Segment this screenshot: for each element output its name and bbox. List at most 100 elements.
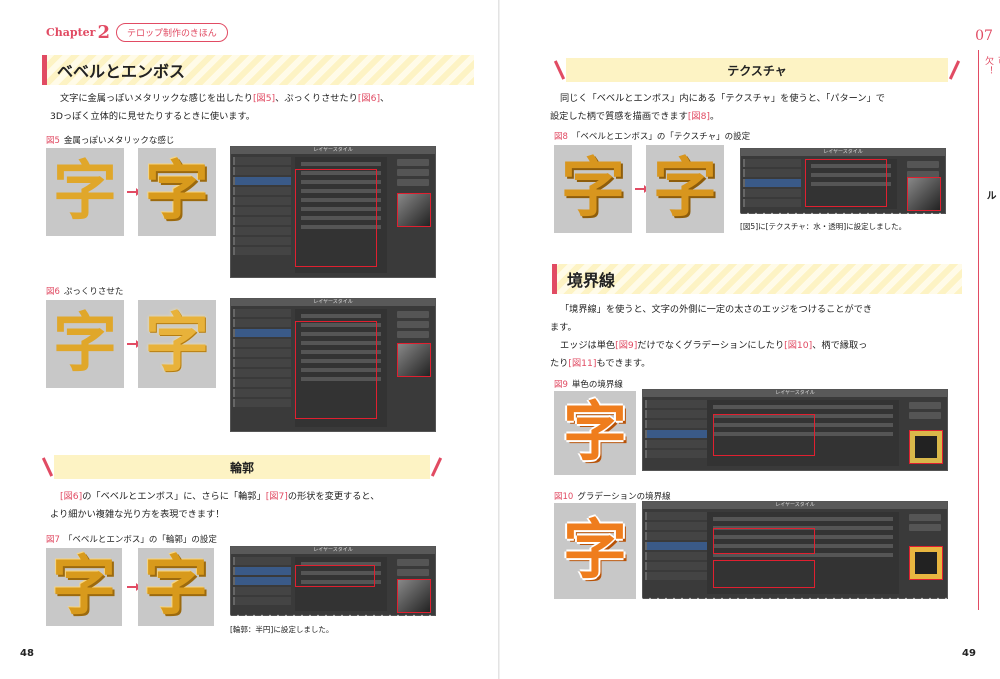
kanji-glyph: 字 <box>563 514 627 588</box>
text: エッジは単色 <box>560 340 616 351</box>
chapter-word: Chapter <box>46 26 96 39</box>
arrow-icon <box>635 185 649 193</box>
text: 、ぷっくりさせたり <box>275 93 358 104</box>
figure-caption-text: 「ベベルとエンボス」の「輪郭」の設定 <box>63 535 217 545</box>
figure-number: 図8 <box>554 132 568 142</box>
section-title: 境界線 <box>567 271 616 290</box>
settings-panel <box>805 159 897 209</box>
torn-edge <box>642 597 948 603</box>
kanji-tile-metallic: 字 <box>138 148 216 236</box>
torn-edge <box>230 614 436 620</box>
preview-swatch <box>397 193 431 227</box>
kanji-glyph: 字 <box>653 152 717 226</box>
kanji-tile-plain: 字 <box>46 300 124 388</box>
figure-number: 図7 <box>46 535 60 545</box>
kanji-tile-stroke: 字 <box>554 391 636 475</box>
text: 、 <box>380 93 390 104</box>
kanji-glyph: 字 <box>145 155 209 229</box>
highlight-box <box>805 159 887 207</box>
paragraph-line: 同じく「ベベルとエンボス」内にある「テクスチャ」を使うと、「パターン」で <box>560 93 885 104</box>
section-header-texture: テクスチャ <box>552 58 962 82</box>
highlight-box <box>295 321 377 419</box>
preview-swatch <box>909 430 943 464</box>
section-title: 輪郭 <box>229 460 254 475</box>
paragraph-stroke: 「境界線」を使うと、文字の外側に一定の太さのエッジをつけることができ ます。 エ… <box>550 301 960 373</box>
kanji-glyph: 字 <box>52 550 116 624</box>
kanji-tile-gradient-stroke: 字 <box>554 503 636 599</box>
side-rule <box>978 50 979 610</box>
figure-ref: [図10] <box>784 340 813 351</box>
kanji-glyph: 字 <box>53 307 117 381</box>
figure-note: [輪郭：半円]に設定しました。 <box>230 625 334 634</box>
dialog-title: レイヤースタイル <box>741 149 945 156</box>
figure-ref: [図7] <box>265 491 288 502</box>
figure-caption-text: グラデーションの境界線 <box>577 492 671 502</box>
text: 設定した柄で質感を描画できます <box>550 111 688 122</box>
style-list <box>743 159 801 209</box>
text: 。 <box>710 111 720 122</box>
layer-style-dialog: レイヤースタイル <box>642 389 948 471</box>
layer-style-dialog: レイヤースタイル <box>230 546 436 616</box>
figure-caption-text: ぷっくりさせた <box>63 287 124 297</box>
kanji-tile-puffy: 字 <box>138 300 216 388</box>
paragraph-line: ます。 <box>550 322 577 333</box>
side-subtitle: テロップデザインに不可欠！ <box>983 56 1000 76</box>
text: の「ベベルとエンボス」に、さらに「輪郭」 <box>82 491 266 502</box>
figure-caption: 図8「ベベルとエンボス」の「テクスチャ」の設定 <box>554 130 750 142</box>
section-header-stroke: 境界線 <box>552 264 962 294</box>
arrow-icon <box>127 188 141 196</box>
paragraph-line: 「境界線」を使うと、文字の外側に一定の太さのエッジをつけることができ <box>560 304 873 315</box>
torn-edge <box>740 212 946 218</box>
figure-ref: [図8] <box>687 111 711 122</box>
dialog-title: レイヤースタイル <box>643 390 947 397</box>
dialog-title: レイヤースタイル <box>231 147 435 154</box>
figure-caption: 図7「ベベルとエンボス」の「輪郭」の設定 <box>46 533 217 545</box>
preview-swatch <box>909 546 943 580</box>
section-header-outline: 輪郭 <box>40 455 444 479</box>
left-page: Chapter 2 テロップ制作のきほん ベベルとエンボス 文字に金属っぽいメタ… <box>20 22 480 659</box>
figure-number: 図10 <box>554 492 574 502</box>
figure-caption-text: 単色の境界線 <box>571 380 623 390</box>
preview-swatch <box>397 579 431 613</box>
page-number: 49 <box>962 648 976 659</box>
kanji-tile-metallic: 字 <box>46 548 122 626</box>
paragraph-line: より細かい複雑な光り方を表現できます！ <box>50 509 225 520</box>
page-number: 48 <box>20 648 34 659</box>
text: だけでなくグラデーションにしたり <box>637 340 785 351</box>
section-title: ベベルとエンボス <box>57 62 186 81</box>
paragraph-texture: 同じく「ベベルとエンボス」内にある「テクスチャ」を使うと、「パターン」で 設定し… <box>550 90 960 126</box>
kanji-glyph: 字 <box>563 396 627 470</box>
style-list <box>233 557 291 611</box>
chapter-side-index: 07 テロップデザインに不可欠！ レイヤースタイル <box>970 28 1000 610</box>
figure-caption-text: 「ベベルとエンボス」の「テクスチャ」の設定 <box>571 132 751 142</box>
kanji-glyph: 字 <box>145 307 209 381</box>
text: 文字に金属っぽいメタリックな感じを出したり <box>60 93 253 104</box>
kanji-tile-contour: 字 <box>138 548 214 626</box>
arrow-icon <box>127 340 141 348</box>
figure-number: 図9 <box>554 380 568 390</box>
arrow-icon <box>127 583 141 591</box>
figure-number: 図5 <box>46 136 60 146</box>
dialog-title: レイヤースタイル <box>231 547 435 554</box>
layer-style-dialog: レイヤースタイル <box>230 146 436 278</box>
kanji-tile-texture: 字 <box>646 145 724 233</box>
figure-caption-text: 金属っぽいメタリックな感じ <box>63 136 175 146</box>
kanji-glyph: 字 <box>561 152 625 226</box>
figure-ref: [図6] <box>357 93 381 104</box>
highlight-box <box>713 528 815 554</box>
figure-ref: [図11] <box>568 358 597 369</box>
settings-panel <box>295 157 387 273</box>
chapter-title: テロップ制作のきほん <box>115 23 228 42</box>
paragraph-outline: [図6]の「ベベルとエンボス」に、さらに「輪郭」[図7]の形状を変更すると、 よ… <box>50 488 480 524</box>
settings-panel <box>295 557 387 611</box>
side-title: レイヤースタイル <box>984 190 1000 202</box>
layer-style-dialog: レイヤースタイル <box>642 501 948 599</box>
dialog-title: レイヤースタイル <box>643 502 947 509</box>
highlight-box <box>295 565 375 587</box>
highlight-box <box>713 560 815 588</box>
paragraph-bevel: 文字に金属っぽいメタリックな感じを出したり[図5]、ぷっくりさせたり[図6]、 … <box>50 90 480 126</box>
highlight-box <box>713 414 815 456</box>
